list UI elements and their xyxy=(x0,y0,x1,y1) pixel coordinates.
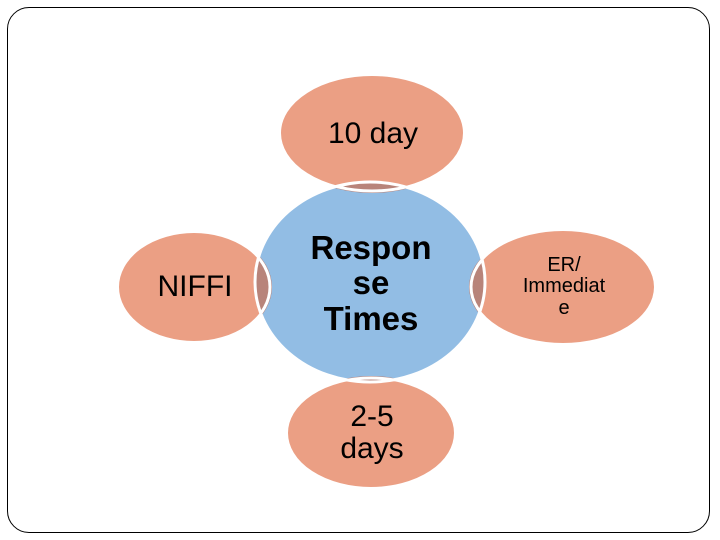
satellite-shapes xyxy=(117,74,656,489)
center-node-shape xyxy=(253,180,487,384)
bottom-node-shape xyxy=(286,377,456,489)
top-node-shape xyxy=(279,74,465,192)
right-node-shape xyxy=(470,229,656,345)
left-node-shape xyxy=(117,231,271,343)
